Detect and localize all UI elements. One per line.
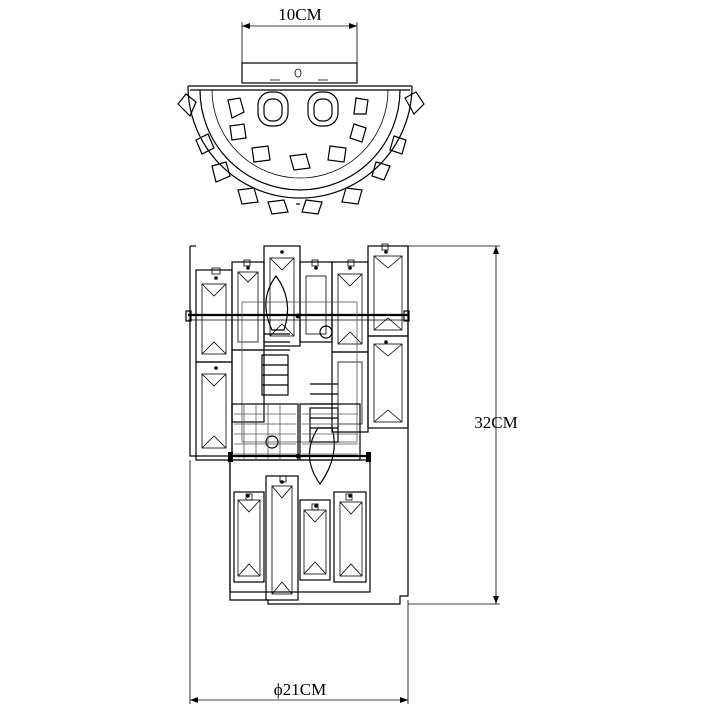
mesh-texture xyxy=(234,404,358,460)
crystal-facets xyxy=(201,255,403,449)
outer-silhouette xyxy=(189,245,409,605)
shade-semicircle xyxy=(187,85,413,199)
droplet-markers xyxy=(214,250,388,508)
dimension-top-width: 10CM xyxy=(241,5,358,70)
back-plate xyxy=(241,62,358,84)
upper-rod xyxy=(185,310,410,322)
rim-crystals xyxy=(177,91,425,215)
candle-bulb-left xyxy=(261,274,290,396)
dimension-height: 32CM xyxy=(408,245,518,605)
height-label: 32CM xyxy=(474,413,517,432)
dimension-diameter: ϕ21CM xyxy=(189,460,409,704)
top-notches xyxy=(211,243,389,275)
socket-pair-top xyxy=(257,91,339,127)
lower-rod xyxy=(228,452,371,462)
hardware-screws xyxy=(265,325,333,449)
front-view xyxy=(185,243,410,605)
diameter-label: ϕ21CM xyxy=(274,680,326,699)
top-view: 10CM xyxy=(177,5,425,215)
crystal-panels-back xyxy=(195,245,409,457)
crystal-facets-front xyxy=(237,475,363,595)
candle-bulb-right xyxy=(308,383,339,486)
top-width-label: 10CM xyxy=(278,5,321,24)
